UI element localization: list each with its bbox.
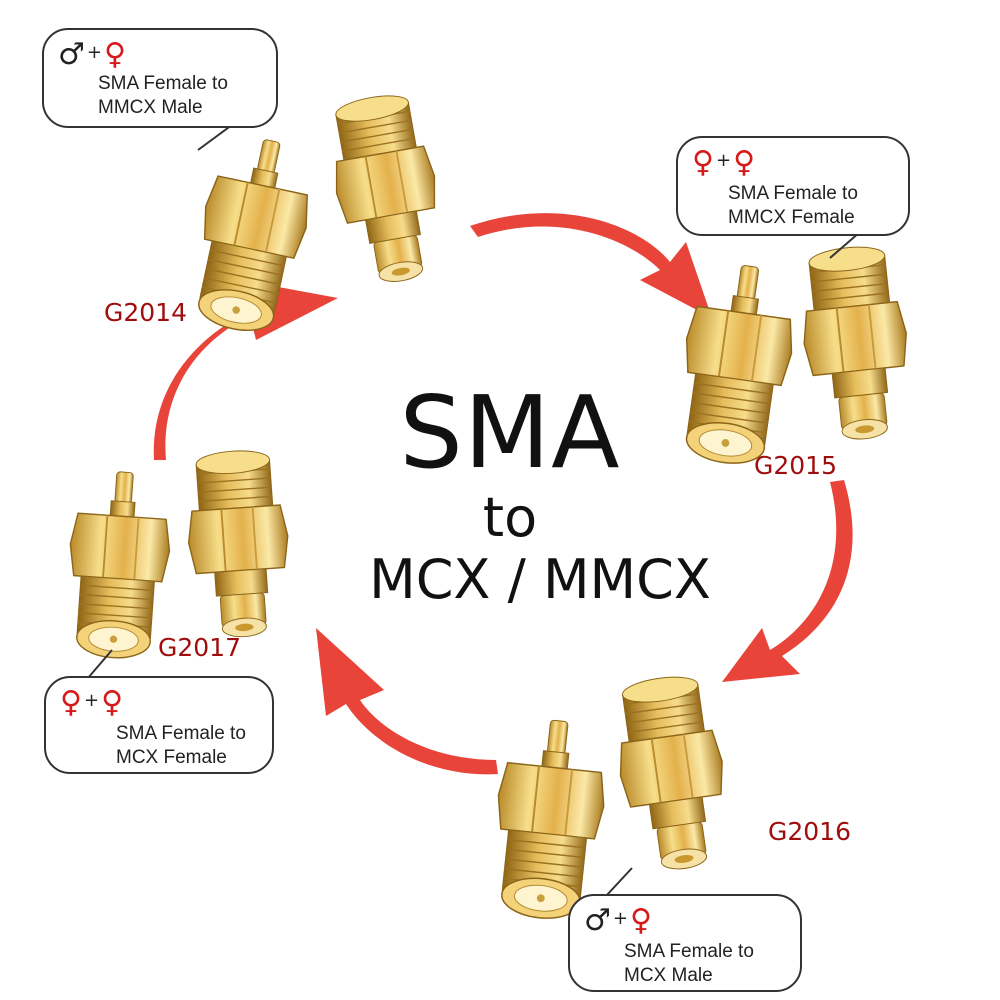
title-to: to [482, 486, 538, 549]
plus-sign: + [612, 908, 628, 929]
adapter-photo-g2017 [61, 446, 296, 662]
bubble-line-2: MCX Male [624, 965, 713, 986]
cycle-arrows [153, 213, 853, 775]
bubble-line-1: SMA Female to [728, 183, 858, 204]
arrow-left-up [153, 284, 338, 460]
female-symbol-icon: ♀ [630, 903, 652, 938]
female-symbol-icon: ♀ [60, 685, 82, 720]
code-g2014: G2014 [104, 298, 187, 327]
arrow-right-down [722, 480, 853, 682]
male-symbol-icon: ♂ [584, 903, 611, 938]
code-g2016: G2016 [768, 817, 851, 846]
gender-symbols: ♂+♀ [584, 902, 652, 938]
code-g2015: G2015 [754, 451, 837, 480]
female-symbol-icon: ♀ [733, 145, 756, 180]
plus-sign: + [86, 42, 102, 63]
female-symbol-icon: ♀ [104, 37, 126, 72]
adapter-photo-g2015 [669, 241, 918, 471]
bubble-line-2: MMCX Female [728, 207, 855, 228]
female-symbol-icon: ♀ [101, 685, 124, 720]
arrow-top-right [470, 213, 712, 318]
bubble-line-1: SMA Female to [624, 941, 754, 962]
bubble-line-1: SMA Female to [116, 723, 246, 744]
plus-sign: + [83, 690, 100, 711]
arrow-bottom-left [316, 628, 498, 775]
female-symbol-icon: ♀ [692, 145, 714, 180]
bubble-line-2: MCX Female [116, 747, 227, 768]
gender-symbols: ♂+♀ [58, 36, 126, 72]
title-mcx-mmcx: MCX / MMCX [369, 548, 711, 611]
adapter-photo-g2016 [485, 670, 738, 925]
code-g2017: G2017 [158, 633, 241, 662]
bubble-line-2: MMCX Male [98, 97, 203, 118]
gender-symbols: ♀+♀ [692, 144, 755, 180]
bubble-tails [87, 121, 861, 897]
bubble-g2017: ♀+♀ SMA Female to MCX Female [44, 676, 274, 774]
bubble-line-1: SMA Female to [98, 73, 228, 94]
male-symbol-icon: ♂ [58, 37, 85, 72]
bubble-g2015: ♀+♀ SMA Female to MMCX Female [676, 136, 910, 236]
gender-symbols: ♀+♀ [60, 684, 123, 720]
plus-sign: + [715, 150, 732, 171]
title-sma: SMA [399, 374, 621, 491]
bubble-g2016: ♂+♀ SMA Female to MCX Male [568, 894, 802, 992]
bubble-g2014: ♂+♀ SMA Female to MMCX Male [42, 28, 278, 128]
